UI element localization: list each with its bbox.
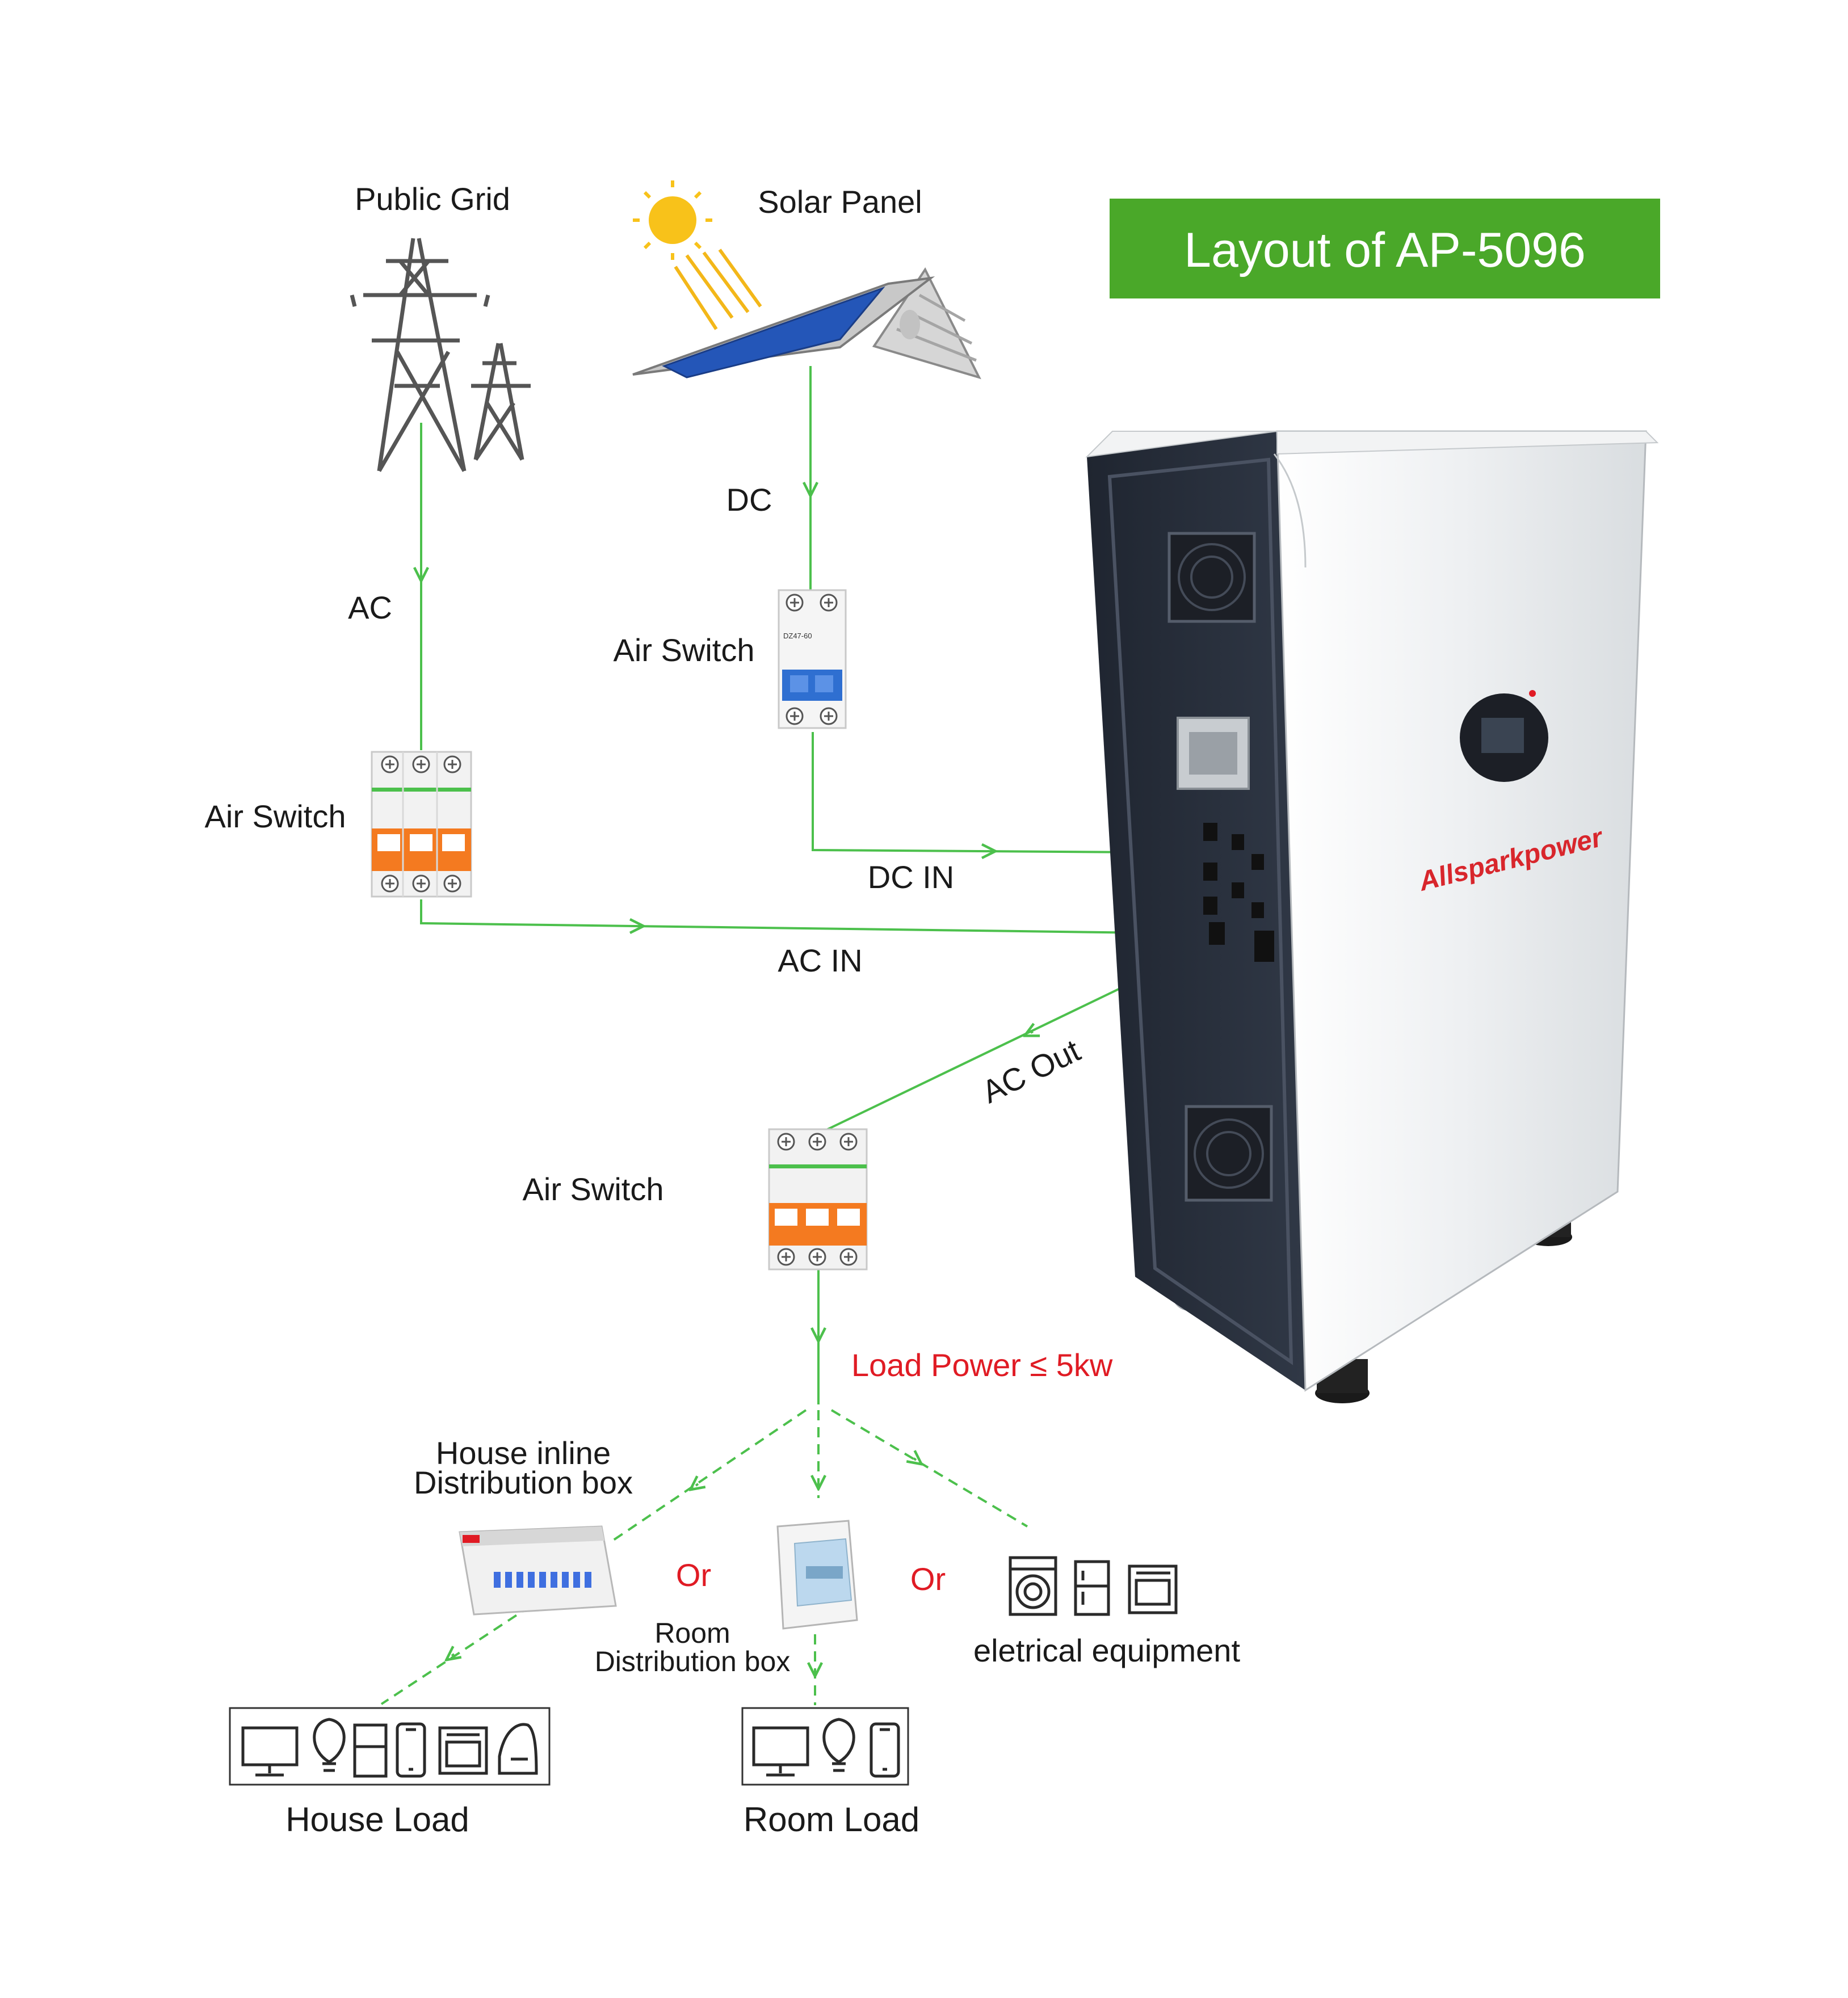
monitor-icon (241, 1726, 299, 1777)
output-switch-label: Air Switch (523, 1171, 664, 1207)
fridge-icon (353, 1723, 388, 1778)
ac-in-label: AC IN (778, 943, 862, 978)
equipment-label: eletrical equipment (973, 1633, 1240, 1668)
oven-icon (438, 1726, 488, 1775)
solar-panel-icon (632, 267, 981, 380)
solar-air-switch: DZ47-60 (778, 589, 847, 729)
house-distribution-box (459, 1525, 617, 1616)
cabinet-handle (1177, 717, 1250, 790)
sun-icon (633, 180, 762, 330)
fan-grill-icon (1167, 532, 1273, 1202)
dc-breaker-text: DZ47-60 (783, 632, 812, 640)
room-box-label-line1: Room (654, 1617, 730, 1649)
monitor-icon (752, 1726, 809, 1777)
room-load-label: Room Load (744, 1801, 919, 1839)
oven-icon (1128, 1564, 1178, 1614)
house-box-label-line2: Distribution box (414, 1465, 633, 1500)
phone-icon (870, 1722, 900, 1778)
ac-out-label: AC Out (976, 1032, 1086, 1110)
house-load-box (229, 1707, 551, 1786)
phone-icon (396, 1722, 426, 1778)
lcd-display-icon (1460, 690, 1548, 782)
dc-label: DC (726, 482, 772, 518)
washing-machine-icon (1009, 1556, 1057, 1616)
iron-icon (498, 1723, 538, 1775)
wires (421, 366, 1232, 1404)
solar-switch-label: Air Switch (614, 632, 755, 668)
title-badge: Layout of AP-5096 (1110, 199, 1660, 298)
or-label-2: Or (910, 1561, 946, 1597)
power-tower-icon (350, 238, 531, 472)
room-box-label-line2: Distribution box (595, 1646, 791, 1677)
room-load-box (741, 1707, 909, 1786)
grid-switch-label: Air Switch (205, 798, 346, 834)
fridge-icon (1074, 1560, 1110, 1616)
light-bulb-icon (313, 1718, 346, 1772)
or-label-1: Or (676, 1557, 711, 1593)
room-distribution-box (776, 1520, 858, 1630)
ac-label: AC (348, 590, 392, 625)
electrical-equipment-icons (1009, 1556, 1178, 1616)
diagram-title: Layout of AP-5096 (1184, 223, 1586, 277)
load-power-label: Load Power ≤ 5kw (851, 1347, 1113, 1383)
dc-in-label: DC IN (868, 859, 954, 895)
output-air-switch (768, 1128, 868, 1271)
terminal-ports (1203, 823, 1274, 962)
dashed-wires (380, 1409, 1028, 1705)
solar-panel-label: Solar Panel (758, 184, 922, 220)
house-load-label: House Load (285, 1801, 469, 1839)
house-box-label-line1: House inline (436, 1435, 611, 1471)
light-bulb-icon (822, 1718, 855, 1772)
grid-air-switch (371, 751, 472, 898)
public-grid-label: Public Grid (355, 181, 510, 217)
